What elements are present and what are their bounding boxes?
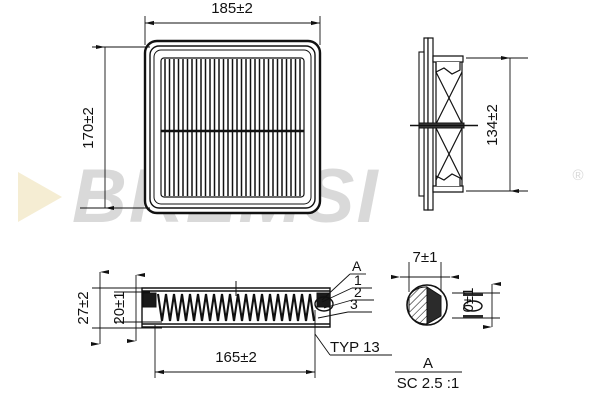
top-view bbox=[143, 39, 322, 215]
dimension-label-7: 7±1 bbox=[413, 249, 438, 266]
callout-label-2: 2 bbox=[354, 284, 362, 300]
dimension-height-134: 134±2 bbox=[466, 56, 528, 193]
detail-a-band-top bbox=[463, 293, 483, 296]
leader-a bbox=[321, 273, 351, 301]
front-view-right-seal bbox=[316, 292, 331, 308]
detail-a-view: 7±1 0±1 A SC 2.5 :1 bbox=[391, 249, 501, 392]
detail-a-title-block: A SC 2.5 :1 bbox=[395, 355, 462, 392]
front-view-right-gasket bbox=[314, 296, 334, 312]
front-view bbox=[141, 281, 334, 328]
leader-typ bbox=[314, 333, 331, 356]
leader-3 bbox=[317, 311, 349, 319]
detail-a-title: A bbox=[423, 355, 433, 372]
dimension-height-170: 170±2 bbox=[80, 45, 150, 210]
callout-label-3: 3 bbox=[350, 296, 358, 312]
note-label-typ-13: TYP 13 bbox=[330, 339, 380, 356]
dimension-detail-7: 7±1 bbox=[391, 249, 459, 292]
dimension-label-170: 170±2 bbox=[80, 107, 97, 149]
front-view-left-seal bbox=[142, 292, 157, 308]
dimension-label-185: 185±2 bbox=[211, 0, 253, 17]
note-typ-13: TYP 13 bbox=[314, 333, 392, 356]
side-view-top-cap bbox=[432, 55, 464, 63]
detail-a-band-bottom bbox=[463, 315, 483, 318]
dimension-width-185: 185±2 bbox=[144, 0, 321, 45]
top-view-pleats bbox=[164, 59, 301, 196]
dimension-label-134: 134±2 bbox=[484, 104, 501, 146]
front-view-callouts: A 1 2 3 bbox=[317, 258, 374, 319]
dimension-label-27: 27±2 bbox=[75, 291, 92, 324]
detail-a-media-hatch bbox=[408, 286, 428, 325]
dimension-length-165: 165±2 bbox=[154, 310, 316, 378]
dimension-label-0: 0±1 bbox=[460, 288, 477, 313]
triangle-play-icon bbox=[18, 172, 62, 222]
top-view-inner-frame bbox=[153, 49, 312, 205]
dimension-label-165: 165±2 bbox=[215, 349, 257, 366]
side-view bbox=[410, 37, 478, 211]
detail-a-scale: SC 2.5 :1 bbox=[397, 375, 460, 392]
dimension-height-20: 20±1 bbox=[111, 273, 162, 343]
callout-label-a: A bbox=[352, 258, 362, 274]
front-view-pleat-pack bbox=[156, 293, 316, 322]
side-view-bottom-cap bbox=[432, 185, 464, 193]
dimension-label-20: 20±1 bbox=[111, 291, 128, 324]
leader-1 bbox=[321, 287, 353, 303]
callout-label-1: 1 bbox=[354, 272, 362, 288]
detail-a-gasket-ellipse bbox=[463, 300, 483, 312]
watermark-registered-mark: ® bbox=[572, 167, 583, 184]
leader-2 bbox=[323, 299, 353, 309]
dimension-detail-0: 0±1 bbox=[452, 282, 501, 329]
